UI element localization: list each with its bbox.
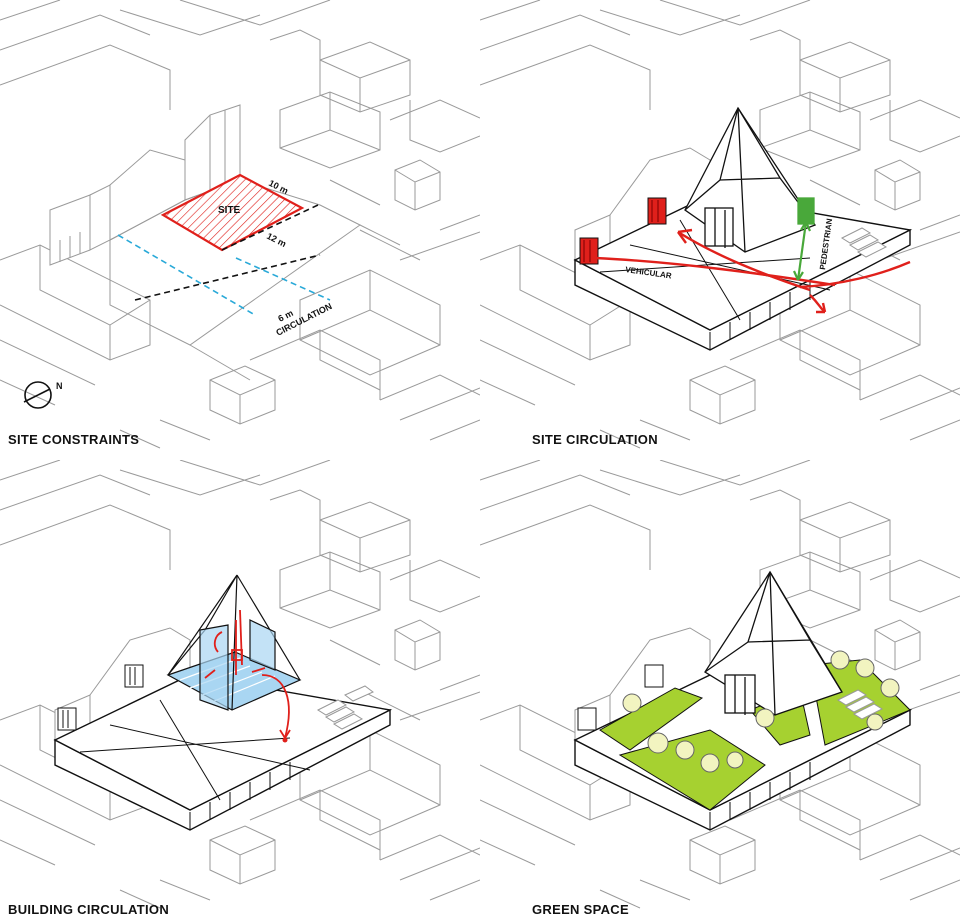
ground-plane xyxy=(109,179,401,381)
caption-site-constraints: SITE CONSTRAINTS xyxy=(8,432,140,447)
panel-site-constraints: SITE 10 m 12 m 6 m CIRCULATION N SITE CO… xyxy=(0,0,480,460)
green-space-diagram xyxy=(480,460,960,909)
site-constraints-diagram: SITE 10 m 12 m 6 m CIRCULATION N xyxy=(0,0,480,449)
internal-circulation-arrows xyxy=(204,609,291,739)
north-label: N xyxy=(56,381,63,391)
benches xyxy=(836,689,884,720)
caption-building-circulation: BUILDING CIRCULATION xyxy=(8,902,170,917)
depth-dimension-label: 12 m xyxy=(265,231,288,249)
vehicular-route-arrows xyxy=(594,228,911,314)
building-circulation-diagram xyxy=(0,460,480,909)
caption-site-circulation: SITE CIRCULATION xyxy=(532,432,658,447)
setback-lines xyxy=(117,204,331,316)
tower-windows xyxy=(57,664,144,731)
site-ground-lines xyxy=(709,762,811,830)
pedestrian-entry-door xyxy=(797,197,815,225)
site-ground-lines xyxy=(79,699,311,830)
pyramid-building xyxy=(684,106,816,253)
entry-booths xyxy=(579,197,667,265)
glass-pyramid xyxy=(167,574,301,711)
panel-site-circulation: VEHICULAR PEDESTRIAN SITE CIRCULATION xyxy=(480,0,960,460)
adjacent-building-left xyxy=(49,104,241,266)
pedestrian-route-arrow xyxy=(792,221,812,281)
trees xyxy=(622,650,900,773)
benches xyxy=(840,227,888,258)
exit-point-marker xyxy=(282,737,288,743)
benches xyxy=(316,685,374,730)
site-circulation-diagram: VEHICULAR PEDESTRIAN xyxy=(480,0,960,449)
site-label: SITE xyxy=(218,205,241,216)
site-ground-lines xyxy=(599,219,831,350)
panel-green-space: GREEN SPACE xyxy=(480,460,960,920)
tower-windows xyxy=(577,664,664,731)
panel-building-circulation: BUILDING CIRCULATION xyxy=(0,460,480,920)
site-parcel xyxy=(160,173,305,252)
north-arrow-icon xyxy=(23,381,52,409)
caption-green-space: GREEN SPACE xyxy=(532,902,629,917)
pyramid-building xyxy=(704,570,843,716)
